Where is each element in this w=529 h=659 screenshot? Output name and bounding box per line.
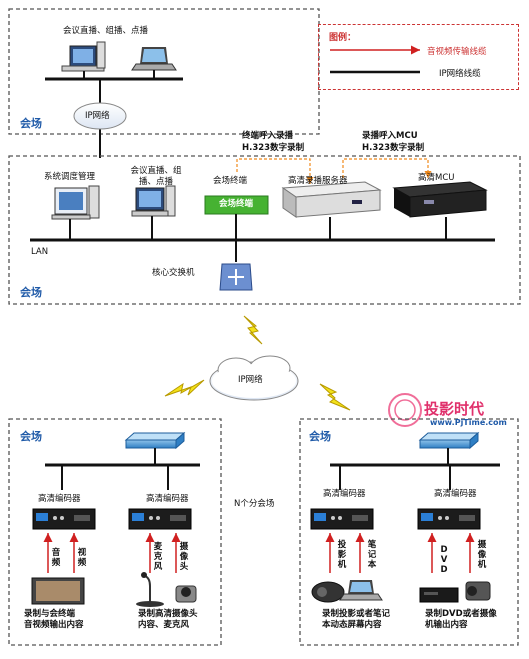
- core-switch-icon: [219, 263, 253, 291]
- camcorder-icon: [465, 581, 491, 601]
- legend-title: 图例：: [329, 33, 357, 43]
- call2-label-a: 录播呼入MCU: [362, 131, 418, 141]
- left-encoder1-label: 高清编码器: [38, 494, 81, 504]
- top-devices-label: 会议直播、组播、点播: [63, 26, 149, 36]
- legend-box: 图例： 音视频传输线缆 IP网络线缆: [318, 24, 519, 90]
- laptop-icon: [339, 580, 383, 601]
- top-venue-label: 会场: [20, 117, 42, 130]
- call1-label-a: 终端呼入录播: [242, 131, 294, 141]
- left-caption1: 录制与会终端 音视频输出内容: [24, 609, 84, 630]
- desktop-pc-icon: [61, 41, 106, 72]
- right-input1a-label: 投影机: [337, 540, 347, 570]
- recorder-label: 高清录播服务器: [288, 176, 348, 186]
- dvd-player-icon: [419, 587, 459, 603]
- lightning-icon: [319, 383, 351, 411]
- left-venue-label: 会场: [20, 430, 42, 443]
- mcu-label: 高清MCU: [418, 173, 455, 183]
- encoder-device-icon: [310, 508, 374, 530]
- right-venue-frame: [299, 418, 519, 646]
- main-venue-label: 会场: [20, 286, 42, 299]
- laptop-icon: [131, 47, 177, 71]
- lightning-icon: [243, 315, 263, 345]
- center-cloud-label: IP网络: [238, 375, 263, 385]
- projector-icon: [311, 581, 345, 603]
- main-venue-frame: [8, 155, 521, 305]
- watermark-url: www.PjTime.com: [430, 418, 507, 427]
- sys-mgmt-label: 系统调度管理: [44, 172, 96, 182]
- right-venue-label: 会场: [309, 430, 331, 443]
- left-encoder2-label: 高清编码器: [146, 494, 189, 504]
- watermark-logo-icon: [388, 393, 422, 427]
- live-label: 会议直播、组播、点播: [130, 166, 182, 187]
- encoder-device-icon: [417, 508, 481, 530]
- lightning-icon: [164, 379, 205, 397]
- right-input1b-label: 笔记本: [367, 540, 377, 570]
- call2-label-b: H.323数字录制: [362, 143, 425, 153]
- desktop-pc-icon: [131, 185, 176, 217]
- encoder-device-icon: [128, 508, 192, 530]
- center-cloud-shape: [209, 355, 299, 401]
- switch-label: 核心交换机: [152, 268, 195, 278]
- right-input2b-label: 摄像机: [477, 540, 487, 570]
- right-encoder1-label: 高清编码器: [323, 489, 366, 499]
- video-terminal-icon: [31, 577, 85, 605]
- lan-label: LAN: [31, 247, 49, 257]
- top-venue-frame: [8, 8, 320, 135]
- legend-av-line-label: 音视频传输线缆: [427, 47, 487, 57]
- switch-icon: [124, 431, 186, 450]
- right-input2a-label: DVD: [440, 545, 448, 575]
- recorder-server-icon: [281, 181, 382, 218]
- call1-label-b: H.323数字录制: [242, 143, 305, 153]
- right-caption1: 录制投影或者笔记 本动态屏幕内容: [322, 609, 391, 630]
- top-cloud-label: IP网络: [85, 111, 110, 121]
- terminal-top-label: 会场终端: [213, 176, 248, 186]
- terminal-box-label: 会场终端: [219, 199, 254, 209]
- legend-ip-line-label: IP网络线缆: [439, 69, 481, 79]
- left-venue-frame: [8, 418, 222, 646]
- n-venues-label: N个分会场: [234, 499, 275, 509]
- right-caption2: 录制DVD或者摄像 机输出内容: [425, 609, 497, 630]
- left-input1b-label: 视频: [77, 548, 87, 568]
- switch-icon: [418, 431, 480, 450]
- camera-icon: [175, 585, 197, 603]
- workstation-icon: [51, 185, 100, 220]
- right-encoder2-label: 高清编码器: [434, 489, 477, 499]
- left-caption2: 录制高清摄像头 内容、麦克风: [138, 609, 198, 630]
- left-input2a-label: 麦克风: [153, 542, 163, 572]
- microphone-icon: [136, 572, 164, 607]
- left-input2b-label: 摄像头: [179, 542, 189, 572]
- top-cloud-shape: [73, 102, 127, 130]
- watermark-text: 投影时代: [424, 400, 485, 418]
- left-input1a-label: 音频: [51, 548, 61, 568]
- encoder-device-icon: [32, 508, 96, 530]
- mcu-icon: [392, 181, 488, 218]
